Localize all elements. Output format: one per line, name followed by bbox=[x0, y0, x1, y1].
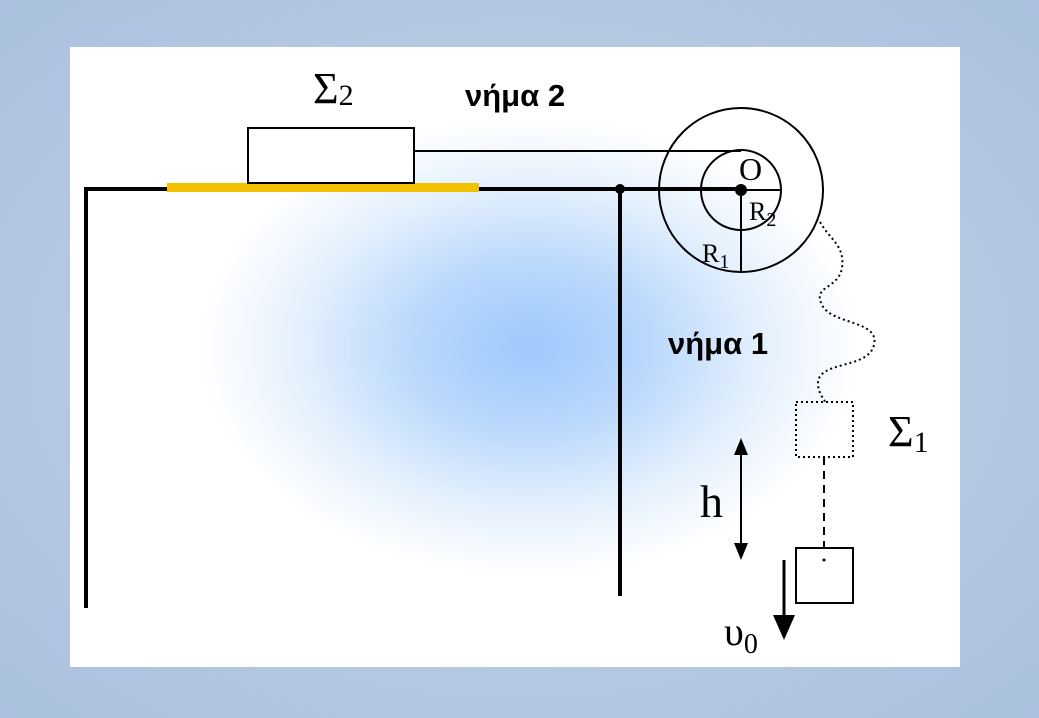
label-center-o: O bbox=[739, 151, 762, 187]
block-sigma1 bbox=[795, 547, 854, 604]
label-thread-1: νήμα 1 bbox=[668, 326, 768, 361]
label-r1: R1 bbox=[702, 239, 729, 273]
label-sigma1: Σ1 bbox=[888, 407, 929, 459]
label-sigma2: Σ2 bbox=[313, 64, 354, 113]
block-sigma1-initial bbox=[795, 401, 854, 458]
block-sigma2 bbox=[247, 127, 415, 184]
friction-strip bbox=[167, 183, 479, 192]
label-thread-2: νήμα 2 bbox=[465, 78, 565, 113]
velocity-arrow-head bbox=[773, 615, 795, 640]
label-height: h bbox=[700, 476, 723, 527]
height-arrow-bottom-head bbox=[734, 543, 748, 560]
label-velocity: υ0 bbox=[724, 609, 758, 660]
block-sigma1-center bbox=[822, 558, 826, 562]
height-arrow-top-head bbox=[734, 438, 748, 455]
thread-1-slack bbox=[816, 221, 876, 403]
label-r2: R2 bbox=[749, 197, 776, 231]
table-joint bbox=[615, 184, 625, 194]
